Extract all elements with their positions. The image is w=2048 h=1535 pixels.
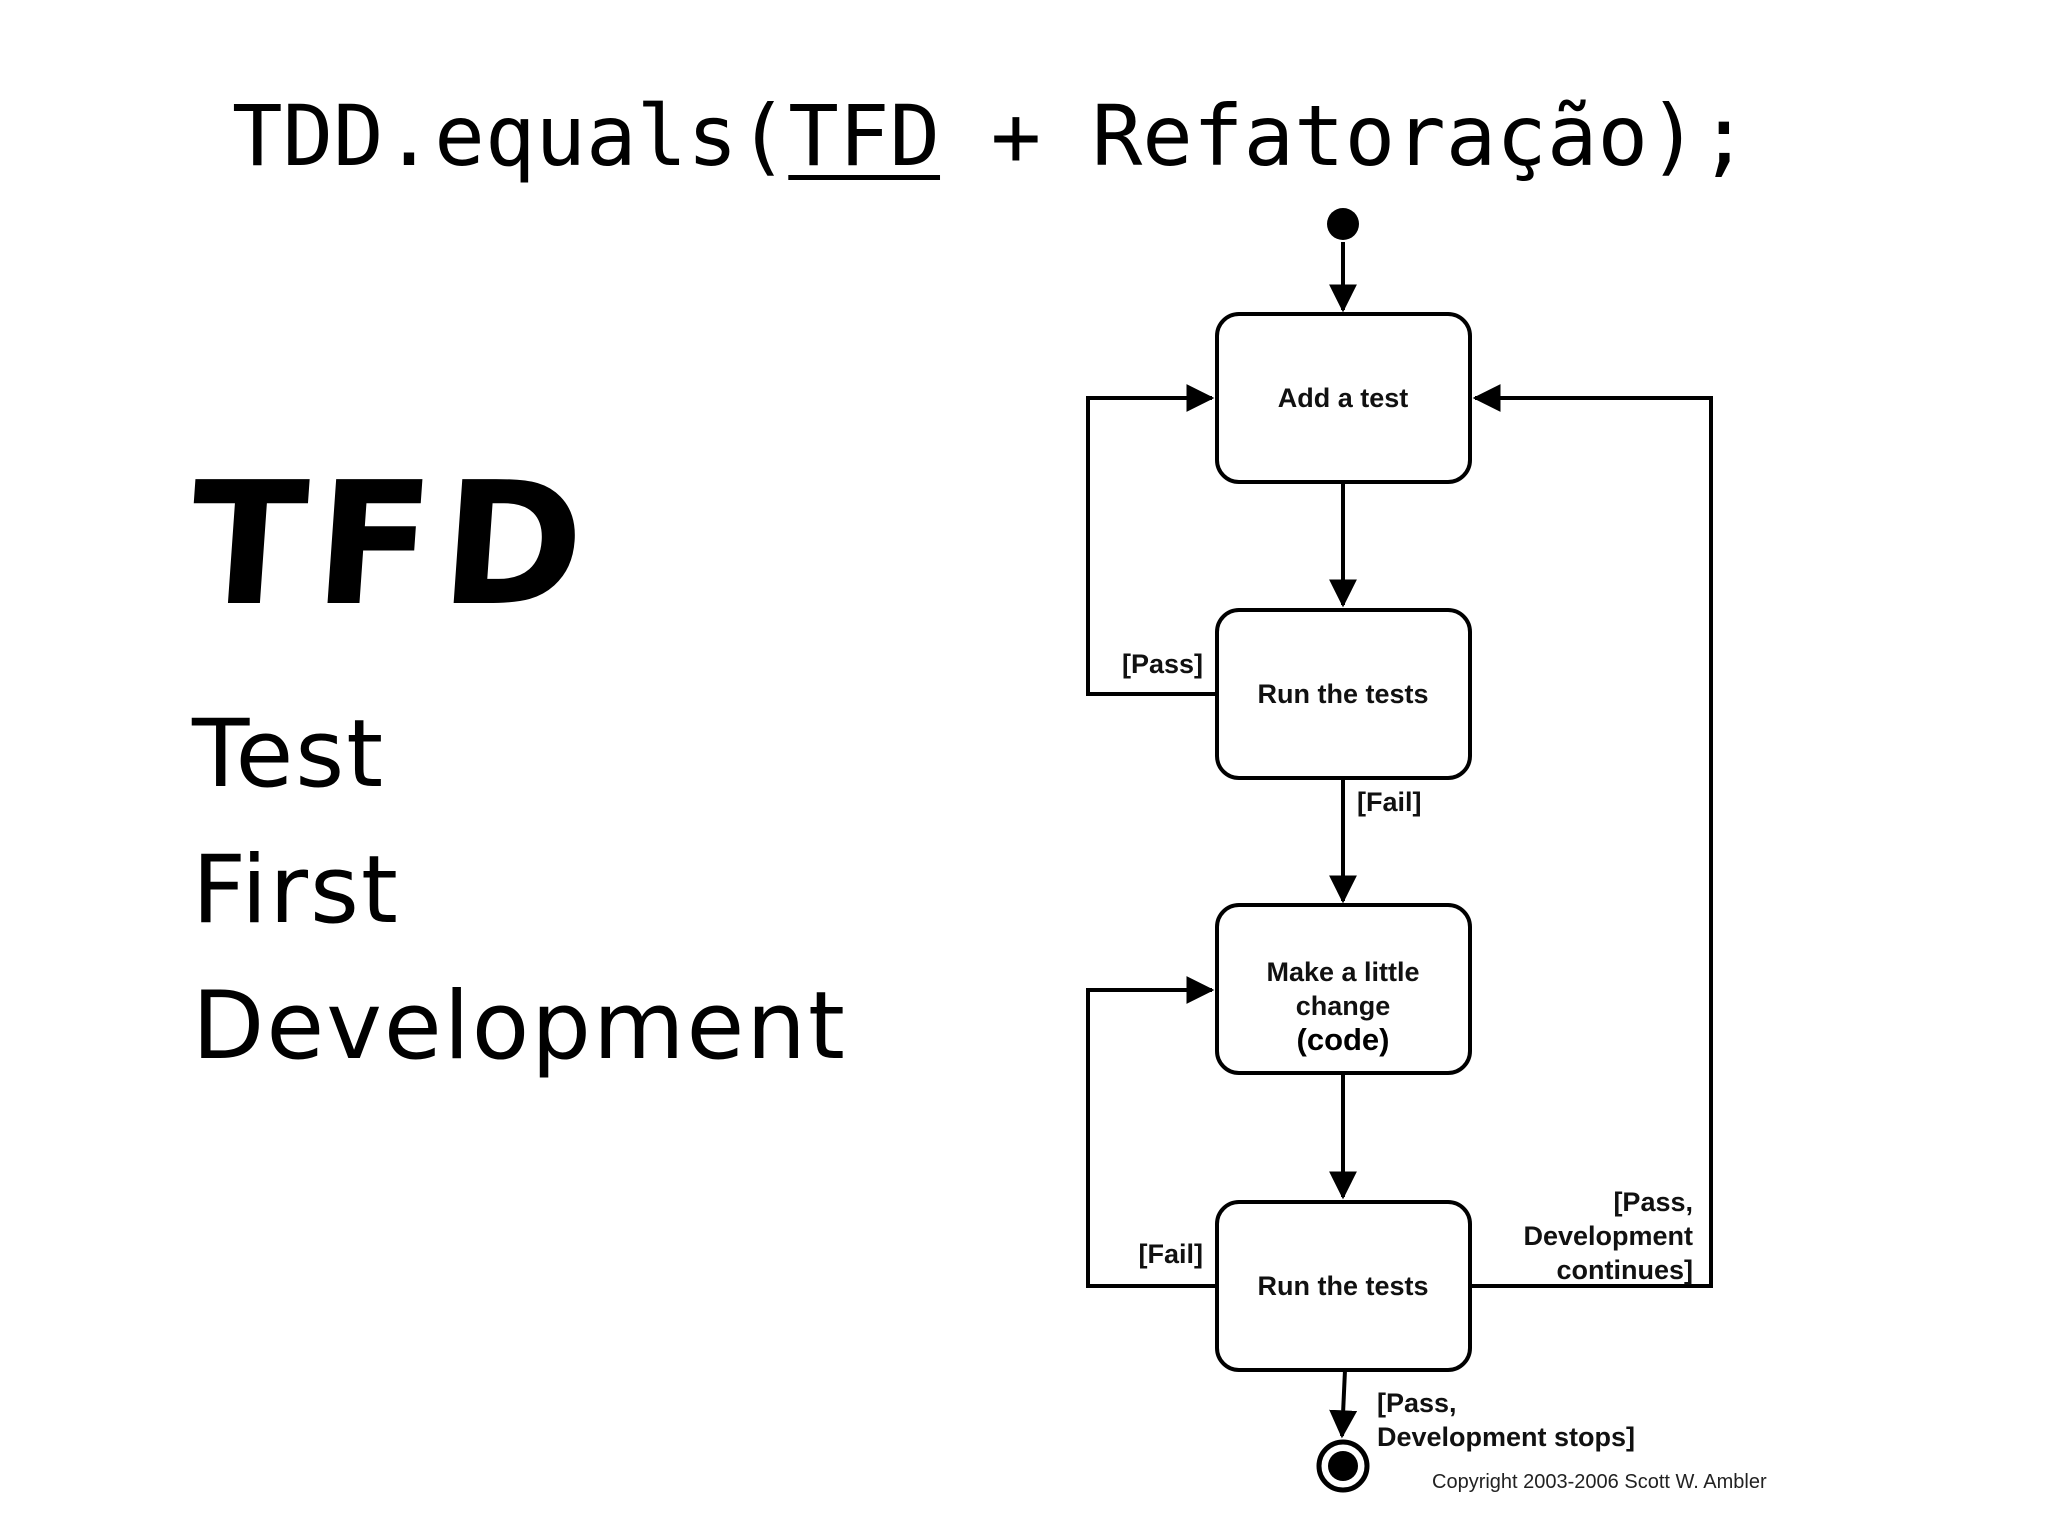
acronym-word-test: Test [192,700,386,809]
title-suffix: + Refatoração); [940,87,1750,185]
start-node [1327,208,1359,240]
edge-fail-loop-to-make-change [1086,976,1217,1288]
title-underlined-tfd: TFD [788,87,941,185]
edge-label-pass-stop-2: Development stops] [1377,1422,1635,1452]
node-add-test-label: Add a test [1278,383,1409,413]
edge-label-pass-continue-2: Development [1523,1221,1693,1251]
edge-pass-stop-to-end [1329,1369,1358,1439]
acronym-word-development: Development [192,972,847,1081]
node-make-change-label-2: change [1296,991,1391,1021]
slide-title: TDD.equals(TFD + Refatoração); [232,86,1749,186]
node-make-change-label-1: Make a little [1266,957,1419,987]
edge-label-pass-1: [Pass] [1122,649,1203,679]
node-run-tests-1-label: Run the tests [1257,679,1428,709]
edge-label-pass-continue-1: [Pass, [1613,1187,1693,1217]
edge-label-pass-stop-1: [Pass, [1377,1388,1457,1418]
copyright-text: Copyright 2003-2006 Scott W. Ambler [1432,1471,1767,1493]
edge-label-fail-1: [Fail] [1357,787,1422,817]
edge-pass-continue-to-add-test [1470,384,1713,1288]
acronym-word-first: First [192,836,400,945]
edge-label-fail-2: [Fail] [1139,1239,1204,1269]
node-run-tests-2-label: Run the tests [1257,1271,1428,1301]
edge-pass-loop-to-add-test [1086,384,1217,696]
end-node-inner-dot [1328,1451,1358,1481]
title-prefix: TDD.equals( [232,87,789,185]
edge-label-pass-continue-3: continues] [1556,1255,1693,1285]
node-make-change-label-3: (code) [1297,1022,1390,1057]
